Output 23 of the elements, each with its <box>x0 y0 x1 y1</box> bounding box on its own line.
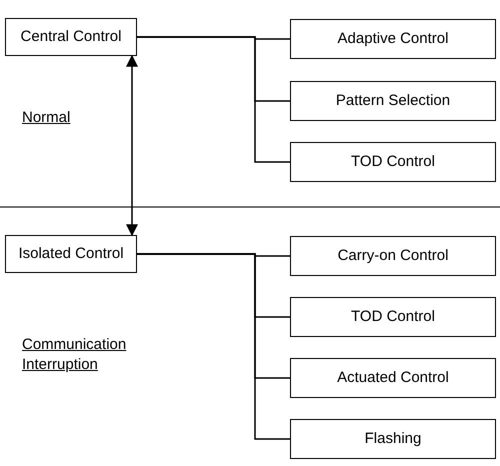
box-label: TOD Control <box>351 152 435 172</box>
process-box <box>290 419 496 459</box>
process-box <box>290 19 496 59</box>
process-box <box>290 81 496 121</box>
connector-line <box>137 253 290 440</box>
box-label: TOD Control <box>351 306 435 327</box>
box-label: Pattern Selection <box>336 90 450 111</box>
box-label: Adaptive Control <box>338 28 448 49</box>
section-label: Communication Interruption <box>22 335 128 375</box>
process-box <box>5 18 137 56</box>
box-label: Actuated Control <box>337 368 449 388</box>
process-box <box>290 358 496 398</box>
box-label: Isolated Control <box>18 244 124 264</box>
process-box <box>5 235 137 273</box>
process-box <box>290 142 496 182</box>
process-box <box>290 236 496 276</box>
box-label: Flashing <box>364 428 422 449</box>
section-label: Normal <box>22 108 72 128</box>
box-label: Central Control <box>20 26 122 47</box>
connector-line <box>137 36 290 163</box>
process-box <box>290 297 496 337</box>
arrow <box>126 54 138 236</box>
box-label: Carry-on Control <box>338 246 448 266</box>
